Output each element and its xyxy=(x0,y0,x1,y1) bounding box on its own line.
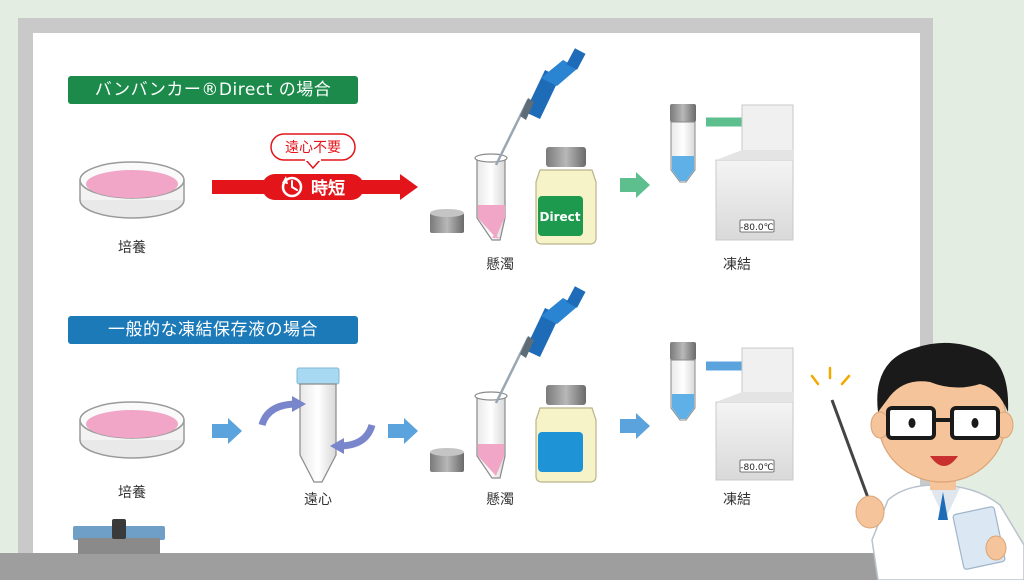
cap-icon-bottom xyxy=(430,448,464,472)
cryotube-icon xyxy=(670,104,696,183)
time-saving-label: 時短 xyxy=(311,178,345,199)
blue-arrow-1 xyxy=(212,418,242,444)
tube-icon xyxy=(474,153,508,241)
blue-arrow-2 xyxy=(388,418,418,444)
eraser-body xyxy=(78,538,160,554)
callout-bubble: 遠心不要 xyxy=(270,133,356,170)
label-centrifuge: 遠心 xyxy=(304,492,332,508)
freezer-display-bottom: -80.0℃ xyxy=(740,463,773,473)
blue-arrow-3 xyxy=(620,413,650,439)
reagent-bottle-icon xyxy=(535,385,597,483)
pipette-icon xyxy=(494,48,586,166)
whiteboard-tray xyxy=(0,553,940,580)
scientist-character xyxy=(810,342,1024,580)
eraser-handle xyxy=(112,519,126,539)
cap-icon xyxy=(430,209,464,233)
centrifuge-tube-icon xyxy=(258,367,376,483)
label-culture-top: 培養 xyxy=(118,239,146,256)
green-arrow xyxy=(620,172,650,198)
label-suspend-bottom: 懸濁 xyxy=(486,492,514,508)
direct-bottle-icon: Direct xyxy=(535,147,597,245)
freezer-icon-bottom: -80.0℃ xyxy=(715,347,794,481)
freezer-icon: -80.0℃ xyxy=(715,104,794,241)
petri-dish-icon-bottom xyxy=(79,401,185,459)
glasses-icon xyxy=(886,406,1000,440)
label-culture-bottom: 培養 xyxy=(118,484,146,501)
label-freeze-bottom: 凍結 xyxy=(723,492,751,508)
sparkle-icon xyxy=(810,366,851,386)
direct-section-title: バンバンカー®Direct の場合 xyxy=(68,76,358,104)
cryotube-icon-bottom xyxy=(670,342,696,421)
pipette-icon-bottom xyxy=(494,286,586,404)
tube-icon-bottom xyxy=(474,391,508,479)
petri-dish-icon xyxy=(79,161,185,219)
label-suspend-top: 懸濁 xyxy=(486,257,514,273)
general-section-title: 一般的な凍結保存液の場合 xyxy=(68,316,358,344)
callout-text: 遠心不要 xyxy=(285,140,341,156)
label-freeze-top: 凍結 xyxy=(723,257,751,273)
mouth xyxy=(930,456,958,466)
bottle-label: Direct xyxy=(540,210,581,224)
hair xyxy=(877,342,1009,412)
freezer-display: -80.0℃ xyxy=(740,223,773,233)
red-arrow: 時短 xyxy=(212,174,418,200)
